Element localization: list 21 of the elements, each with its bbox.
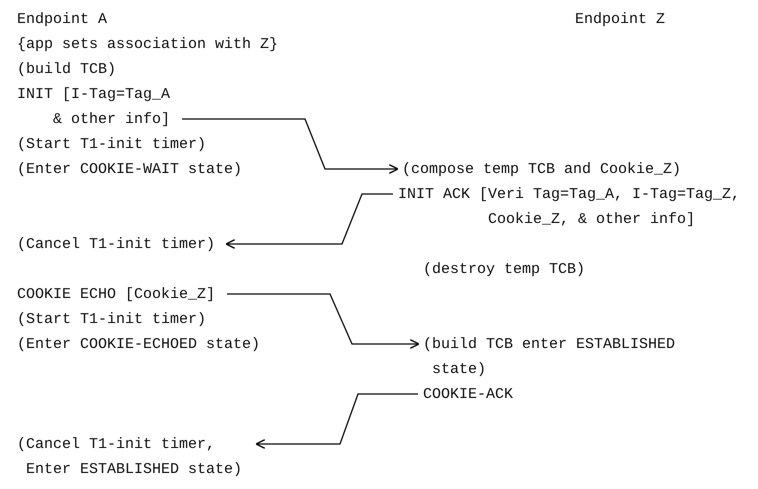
message-label: INIT [I-Tag=Tag_A & other info] <box>17 82 177 132</box>
action-note: (compose temp TCB and Cookie_Z) <box>402 156 702 182</box>
message-arrow <box>225 193 393 250</box>
action-note: (build TCB) <box>17 60 116 80</box>
action-note: (destroy temp TCB) <box>423 260 586 280</box>
action-note: (Cancel T1-init timer) <box>17 232 222 256</box>
endpoint-heading: Endpoint A <box>17 10 108 30</box>
message-arrow <box>255 393 418 450</box>
message-arrow <box>227 293 420 350</box>
endpoint-heading: Endpoint Z <box>575 10 666 30</box>
action-note: (Enter COOKIE-WAIT state) <box>17 160 242 180</box>
action-note: {app sets association with Z} <box>17 34 278 54</box>
action-note: (Enter COOKIE-ECHOED state) <box>17 334 260 354</box>
message-label: COOKIE ECHO [Cookie_Z] <box>17 282 222 306</box>
action-note: (Cancel T1-init timer, Enter ESTABLISHED state) <box>17 432 252 482</box>
action-note: (build TCB enter ESTABLISHED state) <box>423 332 693 382</box>
message-label: COOKIE-ACK <box>423 382 523 406</box>
action-note: (Start T1-init timer) <box>17 134 206 154</box>
message-arrow <box>182 118 399 174</box>
action-note: (Start T1-init timer) <box>17 310 206 330</box>
message-label: INIT ACK [Veri Tag=Tag_A, I-Tag=Tag_Z, Cookie_Z, & other info] <box>398 182 750 232</box>
